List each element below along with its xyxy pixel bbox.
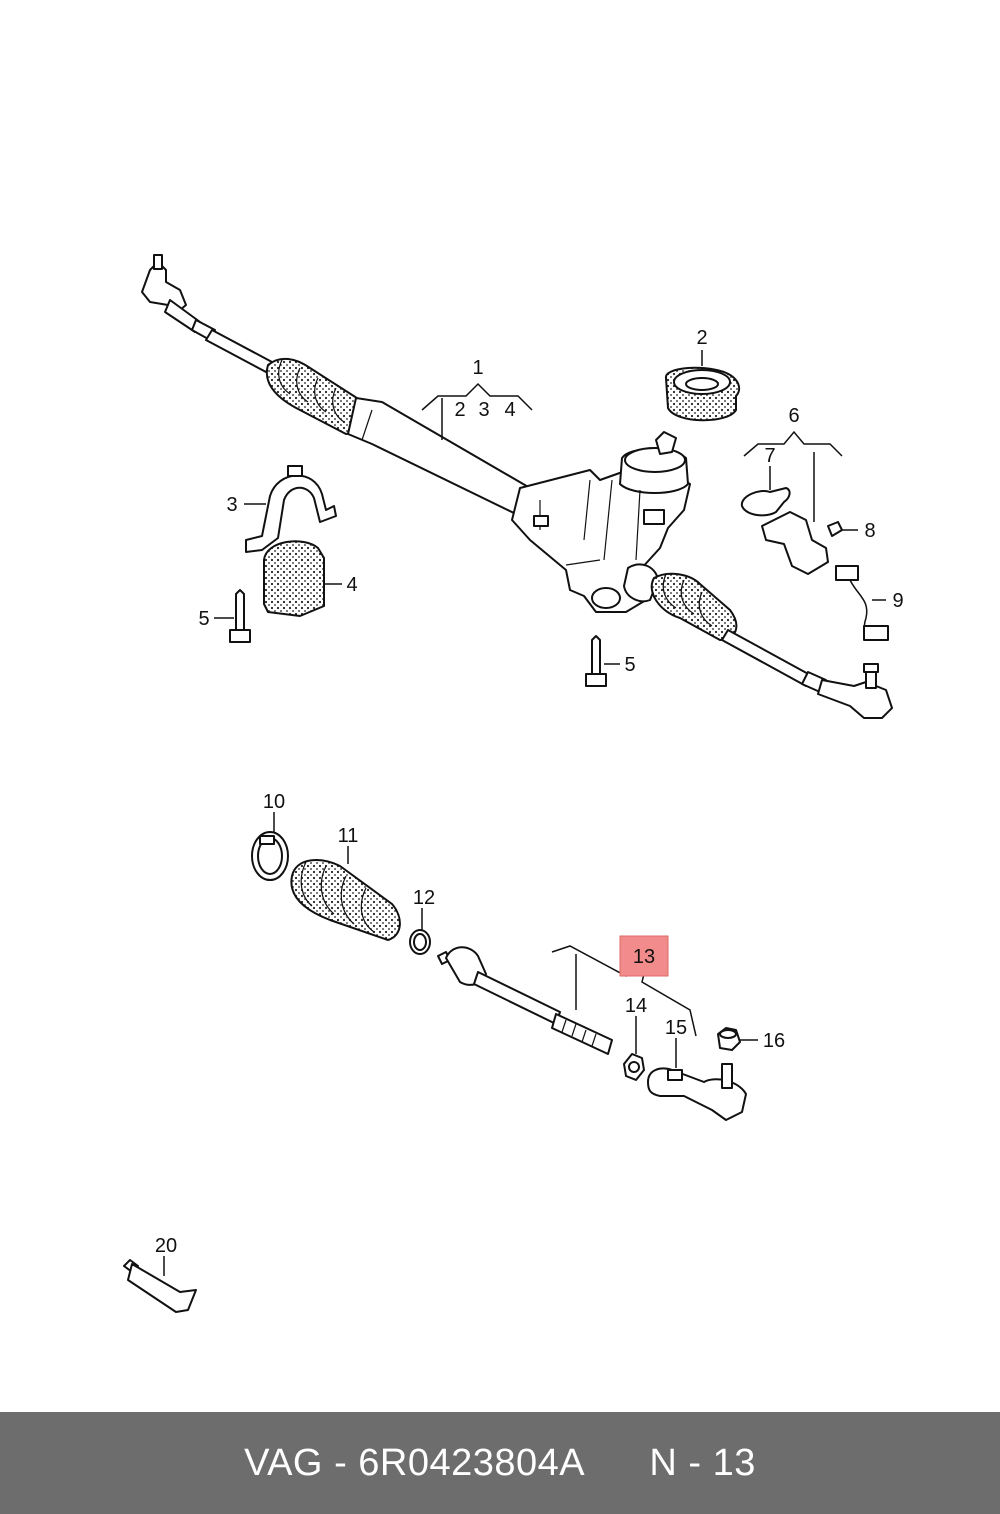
part-13-inner-tie-rod (437, 946, 613, 1055)
part-8-screw (827, 521, 843, 537)
left-tie-rod-end (141, 254, 216, 341)
rack-housing-tube (347, 397, 531, 517)
part-number: 6R0423804A (358, 1441, 584, 1484)
position-label: N (649, 1441, 678, 1484)
callout-labels: 1 2 3 4 2 3 4 5 5 6 7 8 9 10 11 12 13 14… (155, 327, 904, 1257)
part-12-clip (409, 929, 431, 955)
callout-5-right: 5 (624, 654, 635, 676)
part-16-nut (717, 1027, 741, 1051)
part-2-damper (665, 366, 741, 422)
callout-11: 11 (338, 825, 359, 847)
part-9-cable (835, 565, 889, 641)
part-10-clamp-ring (251, 831, 289, 881)
callout-4: 4 (346, 574, 357, 596)
brand-separator: - (334, 1441, 348, 1484)
right-inner-rod (721, 629, 813, 687)
right-tie-rod-end (817, 663, 893, 719)
position-number: 13 (712, 1441, 756, 1484)
callout-8: 8 (864, 520, 875, 542)
left-inner-rod (205, 329, 273, 373)
part-7-gasket (740, 487, 791, 517)
callout-12: 12 (413, 887, 435, 909)
callout-20: 20 (155, 1235, 177, 1257)
callout-1: 1 (472, 357, 483, 379)
parts-diagram: 1 2 3 4 2 3 4 5 5 6 7 8 9 10 11 12 13 14… (123, 254, 904, 1313)
pinion-shaft (655, 431, 677, 455)
leader-lines (163, 350, 886, 1276)
part-14-nut (623, 1053, 645, 1081)
callout-13: 13 (633, 946, 655, 968)
callout-group-4: 4 (504, 399, 515, 421)
callout-3: 3 (226, 494, 237, 516)
callout-10: 10 (263, 791, 285, 813)
part-3-clamp (245, 465, 337, 553)
steering-rack-assembly (141, 254, 893, 719)
callout-15: 15 (665, 1017, 687, 1039)
callout-6: 6 (788, 405, 799, 427)
callout-16: 16 (763, 1030, 785, 1052)
position-separator: - (688, 1441, 702, 1484)
callout-7: 7 (764, 445, 775, 467)
right-bellow (650, 572, 738, 641)
callout-14: 14 (625, 995, 647, 1017)
part-15-tie-rod-end (647, 1063, 747, 1121)
callout-9: 9 (892, 590, 903, 612)
brand-label: VAG (244, 1441, 323, 1484)
callout-2: 2 (696, 327, 707, 349)
part-20-grease-tube (123, 1259, 197, 1313)
part-11-bellow (290, 859, 401, 941)
part-4-bushing (263, 540, 325, 617)
callout-group-2: 2 (454, 399, 465, 421)
callout-group-3: 3 (478, 399, 489, 421)
footer-caption: VAG - 6R0423804A N - 13 (244, 1442, 756, 1485)
part-number-footer: VAG - 6R0423804A N - 13 (0, 1412, 1000, 1514)
part-5-bolt-right (585, 635, 607, 687)
callout-5-left: 5 (198, 608, 209, 630)
part-5-bolt-left (229, 589, 251, 643)
callout-13-highlight (619, 935, 669, 977)
part-6-sensor (761, 511, 829, 575)
